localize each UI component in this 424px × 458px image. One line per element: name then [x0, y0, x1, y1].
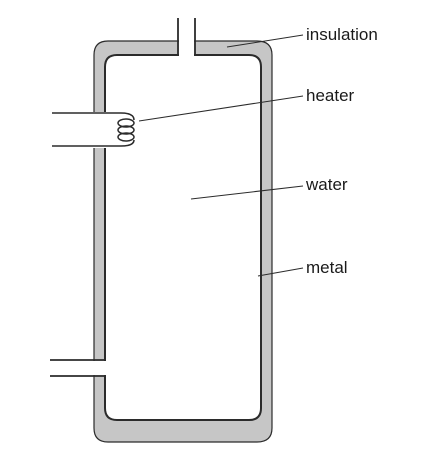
heater-label: heater [306, 86, 355, 105]
heater-wire-gap [52, 112, 108, 148]
metal-leader-line [257, 267, 304, 277]
water-label: water [305, 175, 348, 194]
inlet-pipe-gap [50, 361, 108, 375]
insulation-leader-line [226, 34, 304, 48]
water-leader-line [190, 185, 304, 200]
heater-coil [117, 112, 135, 147]
metal-tank [104, 54, 262, 421]
outlet-pipe-gap [179, 18, 194, 57]
heater-leader-line [138, 95, 304, 122]
metal-label: metal [306, 258, 348, 277]
insulation-label: insulation [306, 25, 378, 44]
